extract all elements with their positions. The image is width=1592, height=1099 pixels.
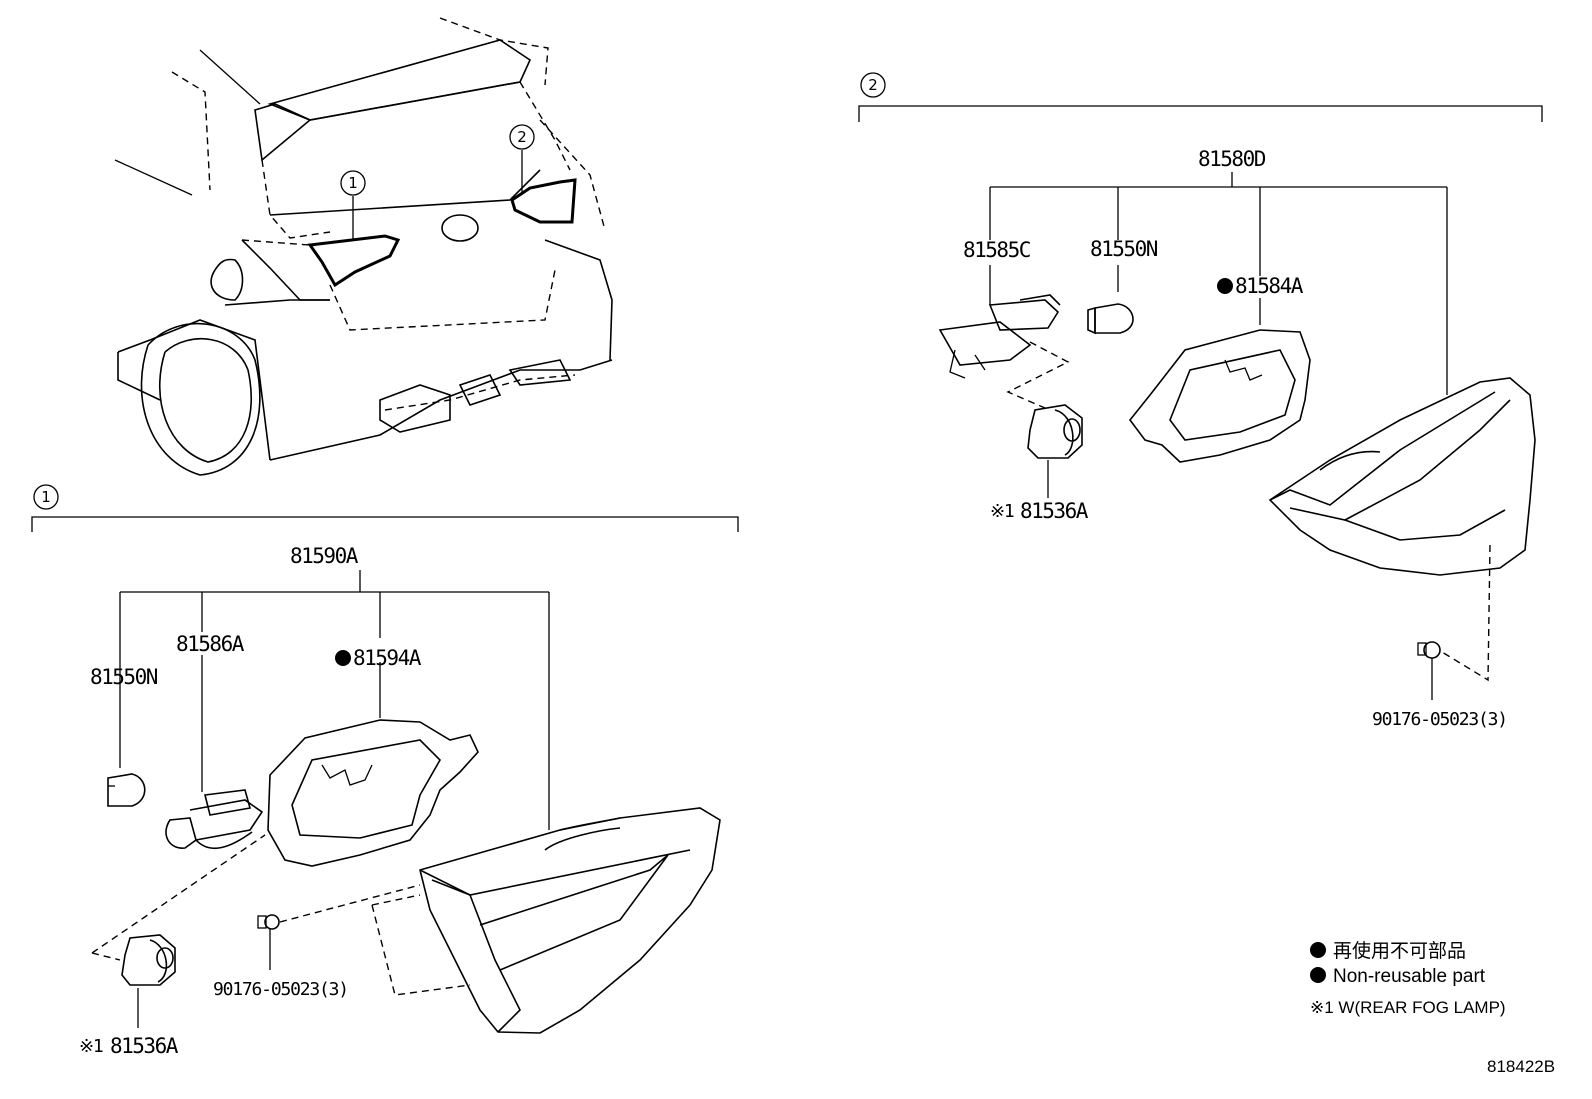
legend-non-reusable-jp: 再使用不可部品: [1333, 940, 1466, 962]
group-2-screw-label: 90176-05023(3): [1372, 709, 1507, 730]
group-2-bulb-icon: [1087, 303, 1134, 335]
group-1-assembly-label: 81590A: [290, 544, 359, 568]
vehicle-rear-view: 1 2: [114, 17, 613, 476]
group-1-bulb-label: 81550N: [90, 665, 158, 689]
group-1-non-reusable-dot: [335, 650, 351, 666]
group-1-fog-socket-label: 81536A: [110, 1034, 179, 1058]
legend-fog-note: ※1 W(REAR FOG LAMP): [1310, 998, 1506, 1017]
group-2-socket-icon: [938, 294, 1061, 379]
group-1-lamp-icon: [419, 807, 721, 1034]
group-2-gasket-label: 81584A: [1235, 274, 1304, 298]
group-1: 1 81590A 81586A 81550N 81594A: [31, 484, 739, 1058]
group-2-assembly-label: 81580D: [1198, 147, 1266, 171]
group-2-socket-label: 81585C: [963, 238, 1030, 262]
group-2-lamp-icon: [1268, 377, 1536, 576]
legend-dot-jp: [1310, 942, 1326, 958]
legend-dot-en: [1310, 967, 1326, 983]
group-1-callout: 1: [41, 488, 51, 506]
group-2-bulb-label: 81550N: [1090, 237, 1158, 261]
group-2-screw-icon: [1417, 641, 1441, 700]
legend-non-reusable-en: Non-reusable part: [1333, 966, 1486, 987]
group-1-fog-socket-icon: [121, 934, 176, 1028]
group-1-socket-label: 81586A: [176, 632, 245, 656]
group-1-fog-mark: ※1: [79, 1036, 103, 1057]
group-2-non-reusable-dot: [1217, 278, 1233, 294]
group-1-bulb-icon: [107, 773, 146, 807]
group-2-callout: 2: [868, 76, 878, 94]
group-1-gasket-label: 81594A: [353, 646, 422, 670]
diagram-code: 818422B: [1487, 1057, 1555, 1076]
group-2: 2 81580D 81585C 81550N 81584A: [858, 72, 1543, 730]
group-2-fog-socket-label: 81536A: [1020, 499, 1089, 523]
group-1-socket-icon: [165, 789, 264, 849]
vehicle-callout-2: 2: [517, 128, 527, 146]
group-1-screw-icon: [257, 914, 280, 970]
group-2-fog-socket-icon: [1027, 404, 1083, 498]
vehicle-callout-1: 1: [348, 174, 358, 192]
group-1-screw-label: 90176-05023(3): [213, 979, 348, 1000]
group-2-fog-mark: ※1: [990, 501, 1014, 522]
legend: 再使用不可部品 Non-reusable part ※1 W(REAR FOG …: [1310, 940, 1506, 1017]
group-1-gasket-icon: [267, 719, 479, 867]
group-2-gasket-icon: [1128, 329, 1311, 463]
